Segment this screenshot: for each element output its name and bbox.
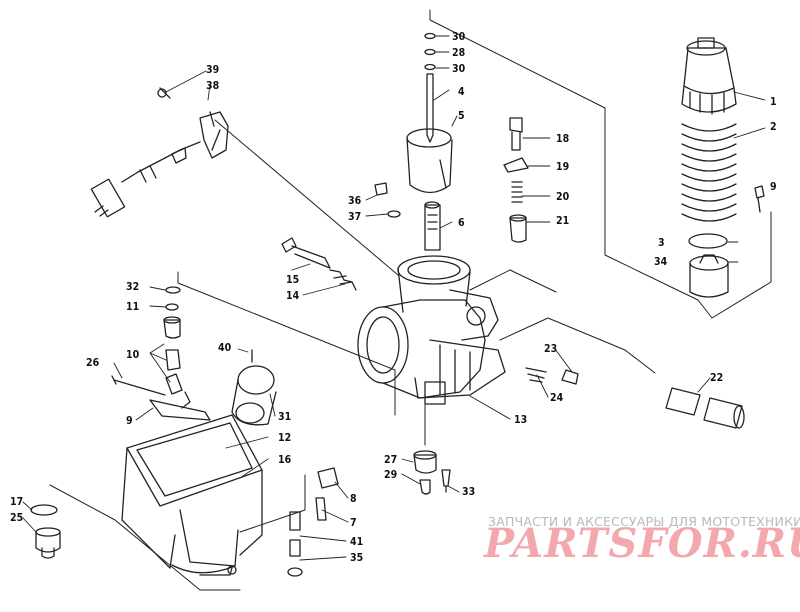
callout-15: 15 — [286, 274, 299, 286]
float-bowl — [121, 414, 263, 576]
drain-parts — [287, 467, 339, 577]
callout-1: 1 — [770, 96, 777, 108]
callout-33: 33 — [462, 486, 475, 498]
callout-35: 35 — [350, 552, 363, 564]
callout-17: 17 — [10, 496, 23, 508]
callout-39: 39 — [206, 64, 219, 76]
pilot-adjust-screw — [525, 367, 579, 385]
cap-spring-assembly — [681, 37, 737, 298]
cable-adjuster — [424, 201, 441, 251]
callout-31: 31 — [278, 411, 291, 423]
callout-12: 12 — [278, 432, 291, 444]
callout-23: 23 — [544, 343, 557, 355]
callout-3: 3 — [658, 237, 665, 249]
callout-37: 37 — [348, 211, 361, 223]
callout-24: 24 — [550, 392, 564, 404]
float-valve-parts — [163, 286, 183, 395]
vent-hose — [665, 387, 745, 429]
callout-2: 2 — [770, 121, 777, 133]
main-jet-set — [413, 450, 451, 495]
callout-21: 21 — [556, 215, 569, 227]
throttle-position-sensor — [90, 87, 229, 218]
air-screw-group — [503, 117, 529, 243]
watermark-brand-logo: PARTSFOR.RU — [484, 520, 800, 567]
watermark-caption: ЗАПЧАСТИ И АКСЕССУАРЫ ДЛЯ МОТОТЕХНИКИ — [488, 514, 800, 529]
callout-38: 38 — [206, 80, 219, 92]
callout-28: 28 — [452, 47, 465, 59]
cap-screw — [754, 185, 765, 213]
callout-25: 25 — [10, 512, 23, 524]
callout-41: 41 — [350, 536, 363, 548]
throttle-valve-slide — [406, 128, 453, 194]
callout-30-top: 30 — [452, 31, 466, 43]
callout-8: 8 — [350, 493, 357, 505]
callout-leaders — [22, 35, 766, 561]
callout-34: 34 — [654, 256, 668, 268]
callout-10: 10 — [126, 349, 140, 361]
callout-5: 5 — [458, 110, 465, 122]
callout-32: 32 — [126, 281, 139, 293]
callout-36: 36 — [348, 195, 362, 207]
callout-27: 27 — [384, 454, 397, 466]
callout-7: 7 — [350, 517, 357, 529]
jet-needle-clip-set — [424, 32, 436, 143]
callout-26: 26 — [86, 357, 100, 369]
callout-29: 29 — [384, 469, 397, 481]
callout-6: 6 — [458, 217, 465, 229]
idle-screw-spring — [281, 237, 357, 291]
callout-4: 4 — [458, 86, 465, 98]
callout-30-lower: 30 — [452, 63, 466, 75]
callout-20: 20 — [556, 191, 570, 203]
callout-40: 40 — [218, 342, 232, 354]
callout-labels: 39 38 30 28 30 4 5 18 19 20 21 36 37 6 1… — [10, 31, 777, 564]
callout-11: 11 — [126, 301, 139, 313]
float-pin-arm — [111, 375, 211, 421]
callout-13: 13 — [514, 414, 527, 426]
top-screw-washer — [374, 182, 401, 218]
carburetor-body — [357, 255, 506, 405]
float — [231, 349, 277, 426]
callout-19: 19 — [556, 161, 569, 173]
callout-9: 9 — [126, 415, 133, 427]
callout-14: 14 — [286, 290, 300, 302]
callout-18: 18 — [556, 133, 569, 145]
callout-22: 22 — [710, 372, 723, 384]
callout-9-right: 9 — [770, 181, 777, 193]
callout-16: 16 — [278, 454, 292, 466]
